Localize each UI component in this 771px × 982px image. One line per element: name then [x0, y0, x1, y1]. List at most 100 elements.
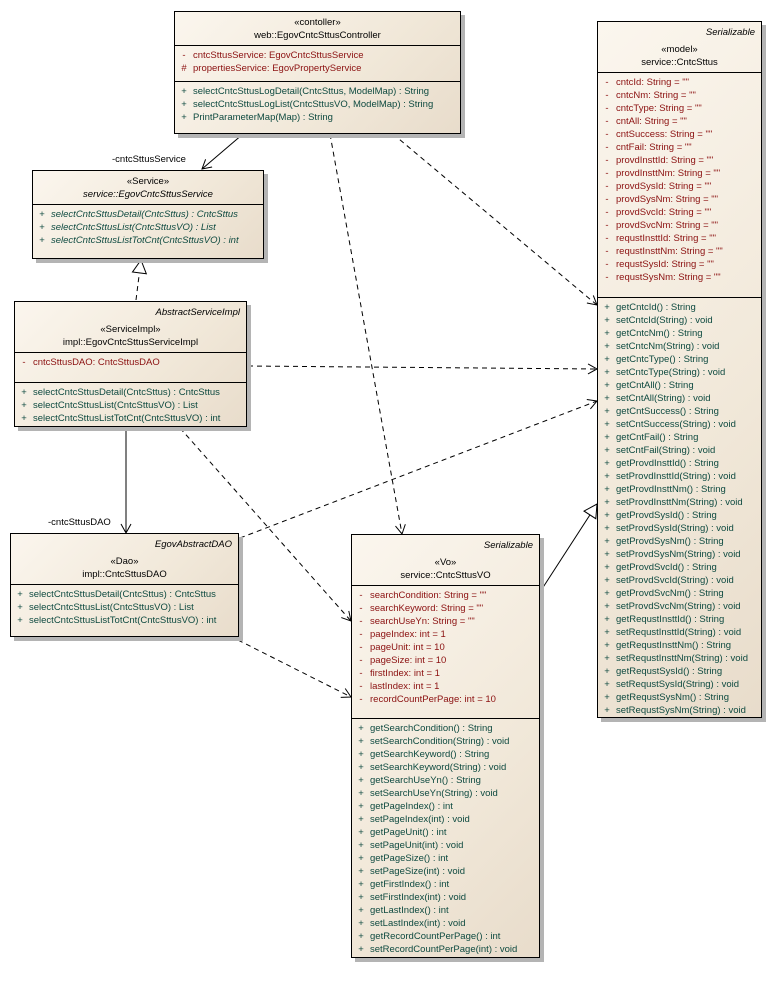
attribute-row[interactable]: -searchKeyword: String = ""	[352, 602, 539, 615]
operation-row[interactable]: +getFirstIndex() : int	[352, 878, 539, 891]
operation-row[interactable]: +getProvdInsttId() : String	[598, 457, 761, 470]
operation-row[interactable]: +setCntAll(String) : void	[598, 392, 761, 405]
operation-row[interactable]: +getProvdSysId() : String	[598, 509, 761, 522]
operation-row[interactable]: +setRecordCountPerPage(int) : void	[352, 943, 539, 956]
operation-row[interactable]: +setCntcType(String) : void	[598, 366, 761, 379]
operation-row[interactable]: +selectCntcSttusDetail(CntcSttus) : Cntc…	[15, 386, 246, 399]
attributes-section: -cntcSttusDAO: CntcSttusDAO	[15, 353, 246, 383]
operation-row[interactable]: +selectCntcSttusListTotCnt(CntcSttusVO) …	[33, 234, 263, 247]
operation-row[interactable]: +setSearchUseYn(String) : void	[352, 787, 539, 800]
operation-row[interactable]: +selectCntcSttusListTotCnt(CntcSttusVO) …	[11, 614, 238, 627]
operation-row[interactable]: +selectCntcSttusListTotCnt(CntcSttusVO) …	[15, 412, 246, 425]
operation-row[interactable]: +setRequstSysNm(String) : void	[598, 704, 761, 717]
operation-text: getProvdSvcId() : String	[616, 562, 717, 573]
attribute-row[interactable]: -provdSysId: String = ""	[598, 180, 761, 193]
operation-row[interactable]: +setPageIndex(int) : void	[352, 813, 539, 826]
operation-row[interactable]: +setProvdInsttNm(String) : void	[598, 496, 761, 509]
class-model[interactable]: Serializable «model» service::CntcSttus …	[597, 21, 762, 718]
attribute-row[interactable]: -cntcId: String = ""	[598, 76, 761, 89]
attribute-row[interactable]: -requstInsttNm: String = ""	[598, 245, 761, 258]
attribute-row[interactable]: -requstSysNm: String = ""	[598, 271, 761, 284]
operation-row[interactable]: +selectCntcSttusList(CntcSttusVO) : List	[33, 221, 263, 234]
attribute-row[interactable]: -provdSvcNm: String = ""	[598, 219, 761, 232]
operation-row[interactable]: +getCntAll() : String	[598, 379, 761, 392]
attribute-row[interactable]: -firstIndex: int = 1	[352, 667, 539, 680]
operation-row[interactable]: +setRequstInsttNm(String) : void	[598, 652, 761, 665]
operation-row[interactable]: +getPageSize() : int	[352, 852, 539, 865]
operation-row[interactable]: +setProvdInsttId(String) : void	[598, 470, 761, 483]
attribute-row[interactable]: -pageSize: int = 10	[352, 654, 539, 667]
operation-row[interactable]: +getRecordCountPerPage() : int	[352, 930, 539, 943]
attribute-row[interactable]: #propertiesService: EgovPropertyService	[175, 62, 460, 75]
operation-row[interactable]: +selectCntcSttusList(CntcSttusVO) : List	[11, 601, 238, 614]
operation-row[interactable]: +selectCntcSttusLogList(CntcSttusVO, Mod…	[175, 98, 460, 111]
class-controller[interactable]: «contoller» web::EgovCntcSttusController…	[174, 11, 461, 134]
operation-row[interactable]: +setProvdSysNm(String) : void	[598, 548, 761, 561]
operation-row[interactable]: +getPageIndex() : int	[352, 800, 539, 813]
class-service-impl[interactable]: AbstractServiceImpl «ServiceImpl» impl::…	[14, 301, 247, 427]
operation-row[interactable]: +getCntcType() : String	[598, 353, 761, 366]
attribute-row[interactable]: -searchUseYn: String = ""	[352, 615, 539, 628]
operation-row[interactable]: +setPageUnit(int) : void	[352, 839, 539, 852]
attribute-row[interactable]: -cntcNm: String = ""	[598, 89, 761, 102]
operation-row[interactable]: +setPageSize(int) : void	[352, 865, 539, 878]
operation-row[interactable]: +setCntcNm(String) : void	[598, 340, 761, 353]
operation-row[interactable]: +setCntFail(String) : void	[598, 444, 761, 457]
operation-row[interactable]: +getSearchCondition() : String	[352, 722, 539, 735]
attribute-row[interactable]: -provdInsttNm: String = ""	[598, 167, 761, 180]
operation-row[interactable]: +getLastIndex() : int	[352, 904, 539, 917]
attribute-row[interactable]: -provdSysNm: String = ""	[598, 193, 761, 206]
attribute-row[interactable]: -cntcSttusDAO: CntcSttusDAO	[15, 356, 246, 369]
operation-row[interactable]: +selectCntcSttusLogDetail(CntcSttus, Mod…	[175, 85, 460, 98]
operation-row[interactable]: +getSearchUseYn() : String	[352, 774, 539, 787]
operation-row[interactable]: +getProvdInsttNm() : String	[598, 483, 761, 496]
attribute-row[interactable]: -pageIndex: int = 1	[352, 628, 539, 641]
attribute-row[interactable]: -requstInsttId: String = ""	[598, 232, 761, 245]
operation-row[interactable]: +selectCntcSttusDetail(CntcSttus) : Cntc…	[11, 588, 238, 601]
operation-row[interactable]: +setFirstIndex(int) : void	[352, 891, 539, 904]
operation-row[interactable]: +getRequstSysId() : String	[598, 665, 761, 678]
operation-row[interactable]: +setCntSuccess(String) : void	[598, 418, 761, 431]
operation-row[interactable]: +setProvdSvcId(String) : void	[598, 574, 761, 587]
attribute-row[interactable]: -lastIndex: int = 1	[352, 680, 539, 693]
operation-row[interactable]: +setSearchKeyword(String) : void	[352, 761, 539, 774]
operation-row[interactable]: +setCntcId(String) : void	[598, 314, 761, 327]
operation-row[interactable]: +getCntSuccess() : String	[598, 405, 761, 418]
attribute-row[interactable]: -requstSysId: String = ""	[598, 258, 761, 271]
operation-row[interactable]: +getCntcNm() : String	[598, 327, 761, 340]
attribute-row[interactable]: -recordCountPerPage: int = 10	[352, 693, 539, 706]
operation-row[interactable]: +getPageUnit() : int	[352, 826, 539, 839]
operation-row[interactable]: +getRequstSysNm() : String	[598, 691, 761, 704]
attribute-row[interactable]: -searchCondition: String = ""	[352, 589, 539, 602]
operation-row[interactable]: +getProvdSysNm() : String	[598, 535, 761, 548]
operation-row[interactable]: +PrintParameterMap(Map) : String	[175, 111, 460, 124]
operation-row[interactable]: +setRequstInsttId(String) : void	[598, 626, 761, 639]
attribute-row[interactable]: -cntcSttusService: EgovCntcSttusService	[175, 49, 460, 62]
visibility-marker: -	[359, 668, 363, 679]
operation-row[interactable]: +selectCntcSttusList(CntcSttusVO) : List	[15, 399, 246, 412]
attribute-row[interactable]: -cntSuccess: String = ""	[598, 128, 761, 141]
attribute-row[interactable]: -cntFail: String = ""	[598, 141, 761, 154]
operation-row[interactable]: +setSearchCondition(String) : void	[352, 735, 539, 748]
operation-row[interactable]: +setProvdSysId(String) : void	[598, 522, 761, 535]
operation-row[interactable]: +getCntFail() : String	[598, 431, 761, 444]
class-service-interface[interactable]: «Service» service::EgovCntcSttusService …	[32, 170, 264, 259]
operation-row[interactable]: +getProvdSvcNm() : String	[598, 587, 761, 600]
attribute-row[interactable]: -cntAll: String = ""	[598, 115, 761, 128]
operation-row[interactable]: +selectCntcSttusDetail(CntcSttus) : Cntc…	[33, 208, 263, 221]
operation-row[interactable]: +getRequstInsttNm() : String	[598, 639, 761, 652]
operation-row[interactable]: +getProvdSvcId() : String	[598, 561, 761, 574]
attribute-row[interactable]: -cntcType: String = ""	[598, 102, 761, 115]
class-dao[interactable]: EgovAbstractDAO «Dao» impl::CntcSttusDAO…	[10, 533, 239, 637]
attribute-row[interactable]: -provdInsttId: String = ""	[598, 154, 761, 167]
operation-row[interactable]: +setRequstSysId(String) : void	[598, 678, 761, 691]
attribute-row[interactable]: -pageUnit: int = 10	[352, 641, 539, 654]
visibility-marker: +	[358, 736, 364, 747]
class-vo[interactable]: Serializable «Vo» service::CntcSttusVO -…	[351, 534, 540, 958]
operation-row[interactable]: +setLastIndex(int) : void	[352, 917, 539, 930]
operation-row[interactable]: +setProvdSvcNm(String) : void	[598, 600, 761, 613]
operation-row[interactable]: +getCntcId() : String	[598, 301, 761, 314]
operation-row[interactable]: +getSearchKeyword() : String	[352, 748, 539, 761]
attribute-row[interactable]: -provdSvcId: String = ""	[598, 206, 761, 219]
operation-row[interactable]: +getRequstInsttId() : String	[598, 613, 761, 626]
